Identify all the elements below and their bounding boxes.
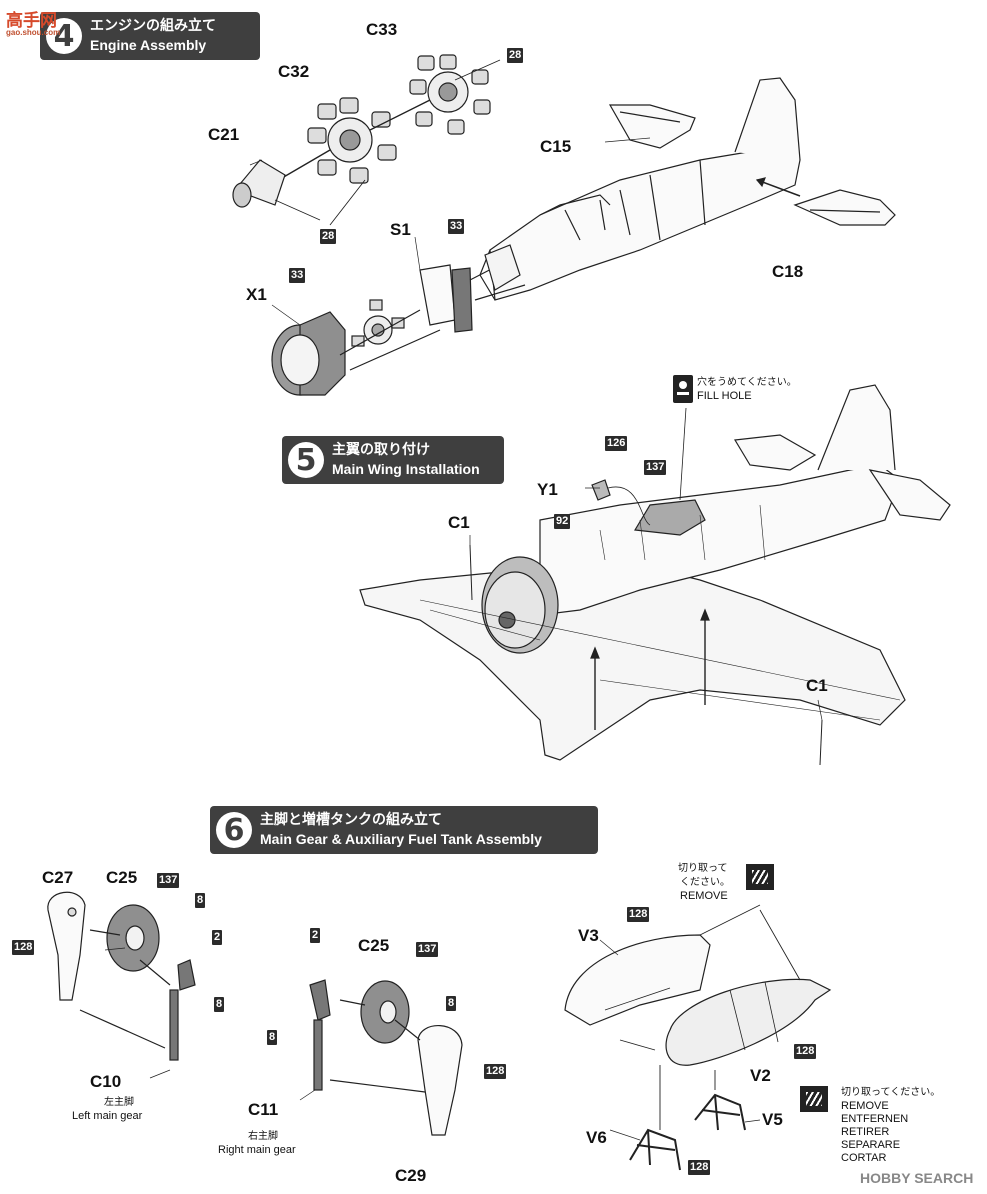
color-callout: 128: [484, 1064, 507, 1079]
part-label-c29: C29: [395, 1166, 427, 1185]
step-title-en: Main Gear & Auxiliary Fuel Tank Assembly: [260, 831, 542, 847]
color-callout: 8: [267, 1030, 278, 1045]
step-5-banner: 5 主翼の取り付け Main Wing Installation: [282, 436, 504, 484]
remove-note-jp: ください。: [680, 877, 730, 888]
part-label-c10: C10: [90, 1072, 122, 1091]
part-label-v6: V6: [586, 1128, 607, 1147]
color-callout: 2: [310, 928, 321, 943]
watermark-top: 高手网: [6, 11, 57, 31]
part-label-c25: C25: [106, 868, 138, 887]
color-callout: 137: [157, 873, 180, 888]
airframe-step5: [359, 384, 951, 761]
step-number: 4: [46, 18, 82, 54]
step-title-jp: 主脚と増槽タンクの組み立て: [260, 812, 442, 828]
color-callout: 33: [289, 268, 306, 283]
horizontal-stabilizer-c18: [793, 189, 896, 226]
fuselage-step4: [479, 77, 801, 301]
watermark-bottom: HOBBY SEARCH: [860, 1170, 974, 1186]
horizontal-stabilizer-c15: [608, 104, 696, 149]
remove-note-jp: 切り取って: [678, 863, 728, 874]
color-callout: 128: [12, 940, 35, 955]
step-4-banner: 4 エンジンの組み立て Engine Assembly: [40, 12, 260, 60]
gear-cover-c29: [417, 1025, 463, 1136]
engine-front-row-c32: [307, 97, 397, 184]
right-gear-caption-jp: 右主脚: [248, 1131, 278, 1142]
fill-hole-note-en: FILL HOLE: [697, 390, 752, 402]
color-callout: 126: [605, 436, 628, 451]
right-gear-caption-en: Right main gear: [218, 1144, 296, 1156]
part-label-s1: S1: [390, 220, 411, 239]
remove-cut-icon: [746, 864, 774, 890]
bulkhead-s1: [419, 264, 473, 333]
part-label-c32: C32: [278, 62, 310, 81]
remove-note-line: SEPARARE: [841, 1139, 901, 1151]
part-label-v3: V3: [578, 926, 599, 945]
part-label-c21: C21: [208, 125, 240, 144]
remove-note-line: CORTAR: [841, 1152, 887, 1164]
remove-note-line: REMOVE: [841, 1100, 889, 1112]
part-label-c11: C11: [248, 1100, 279, 1119]
color-callout: 8: [195, 893, 206, 908]
color-callout: 128: [688, 1160, 711, 1175]
color-callout: 28: [507, 48, 524, 63]
color-callout: 137: [416, 942, 439, 957]
step-title-en: Main Wing Installation: [332, 461, 480, 477]
remove-note-jp: 切り取ってください。: [841, 1087, 941, 1098]
color-callout: 33: [448, 219, 465, 234]
part-label-c1: C1: [448, 513, 470, 532]
remove-note-line: RETIRER: [841, 1126, 890, 1138]
left-gear-caption-jp: 左主脚: [104, 1097, 134, 1108]
gear-leg-c11: [309, 979, 331, 1091]
color-callout: 8: [214, 997, 225, 1012]
color-callout: 2: [212, 930, 223, 945]
step-title-jp: エンジンの組み立て: [90, 18, 216, 34]
remove-note-line: ENTFERNEN: [841, 1113, 909, 1125]
spinner-cone-c21: [232, 159, 286, 208]
step-number: 6: [216, 812, 252, 848]
fill-hole-note-jp: 穴をうめてください。: [697, 377, 797, 388]
step-title-jp: 主翼の取り付け: [332, 442, 430, 458]
part-label-c1: C1: [806, 676, 828, 695]
part-label-c27: C27: [42, 868, 74, 887]
part-label-c18: C18: [772, 262, 804, 281]
left-gear-caption-en: Left main gear: [72, 1110, 143, 1122]
wheel-c25-left: [106, 904, 160, 972]
drop-tank-v2: [665, 978, 832, 1066]
color-callout: 92: [554, 514, 571, 529]
part-label-y1: Y1: [537, 480, 558, 499]
tank-stand-v6: [629, 1128, 681, 1171]
arrow-c18: [756, 179, 801, 197]
wheel-c25-right: [360, 980, 410, 1044]
part-label-v2: V2: [750, 1066, 771, 1085]
gear-cover-c27: [47, 891, 86, 1001]
step-title-en: Engine Assembly: [90, 37, 207, 53]
step-number: 5: [288, 442, 324, 478]
watermark-top-sub: gao.shou.com: [6, 28, 61, 37]
cowling-x1: [271, 311, 346, 396]
part-label-c25: C25: [358, 936, 390, 955]
part-label-c15: C15: [540, 137, 572, 156]
step-6-banner: 6 主脚と増槽タンクの組み立て Main Gear & Auxiliary Fu…: [210, 806, 598, 854]
remove-note-en: REMOVE: [680, 890, 728, 902]
fill-hole-icon: [673, 375, 693, 403]
tank-bracket-v3: [564, 934, 711, 1026]
part-label-x1: X1: [246, 285, 267, 304]
color-callout: 128: [627, 907, 650, 922]
color-callout: 28: [320, 229, 337, 244]
tank-stand-v5: [694, 1093, 746, 1131]
engine-rear-row-c33: [409, 54, 491, 135]
color-callout: 8: [446, 996, 457, 1011]
color-callout: 128: [794, 1044, 817, 1059]
gunsight-y1: [591, 479, 651, 526]
part-label-v5: V5: [762, 1110, 783, 1129]
part-label-c33: C33: [366, 20, 398, 39]
color-callout: 137: [644, 460, 667, 475]
remove-cut-icon: [800, 1086, 828, 1112]
gear-leg-c10: [169, 959, 196, 1061]
